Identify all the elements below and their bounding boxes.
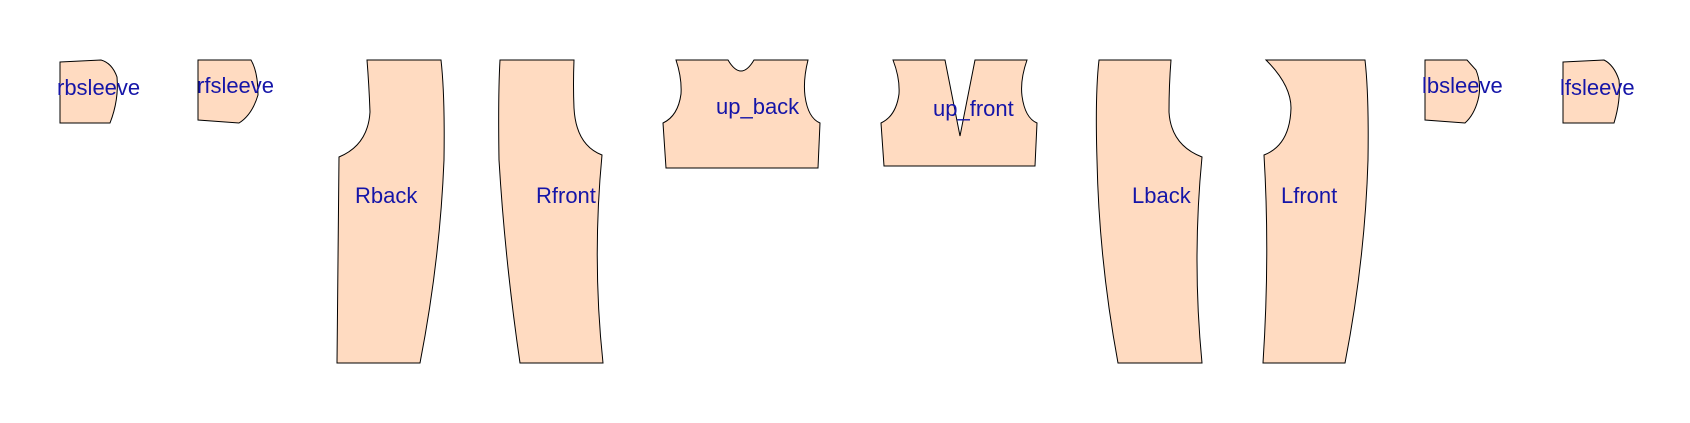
piece-rfsleeve[interactable]: rfsleeve	[197, 59, 274, 124]
piece-lfsleeve[interactable]: lfsleeve	[1560, 59, 1635, 124]
piece-rbsleeve-outline	[59, 59, 118, 124]
piece-lbsleeve-outline	[1424, 59, 1481, 124]
piece-up-front-label: up_front	[933, 96, 1014, 121]
piece-lback-outline	[1095, 59, 1203, 364]
piece-rfront-outline	[498, 59, 604, 364]
piece-lfront-outline	[1262, 59, 1369, 364]
piece-lback[interactable]: Lback	[1095, 59, 1203, 364]
piece-lbsleeve[interactable]: lbsleeve	[1422, 59, 1503, 124]
piece-lback-label: Lback	[1132, 183, 1192, 208]
piece-up-back-outline	[662, 59, 821, 169]
piece-lfsleeve-label: lfsleeve	[1560, 75, 1635, 100]
piece-rbsleeve[interactable]: rbsleeve	[57, 59, 140, 124]
piece-rfsleeve-outline	[197, 59, 259, 124]
piece-rback[interactable]: Rback	[336, 59, 445, 364]
piece-rback-label: Rback	[355, 183, 418, 208]
piece-up-front[interactable]: up_front	[880, 59, 1038, 167]
piece-lbsleeve-label: lbsleeve	[1422, 73, 1503, 98]
piece-rfront-label: Rfront	[536, 183, 596, 208]
piece-rbsleeve-label: rbsleeve	[57, 75, 140, 100]
piece-up-back-label: up_back	[716, 94, 800, 119]
piece-rback-outline	[336, 59, 445, 364]
piece-up-front-outline	[880, 59, 1038, 167]
piece-up-back[interactable]: up_back	[662, 59, 821, 169]
piece-lfsleeve-outline	[1562, 59, 1620, 124]
piece-lfront[interactable]: Lfront	[1262, 59, 1369, 364]
piece-rfsleeve-label: rfsleeve	[197, 73, 274, 98]
piece-rfront[interactable]: Rfront	[498, 59, 604, 364]
piece-lfront-label: Lfront	[1281, 183, 1337, 208]
